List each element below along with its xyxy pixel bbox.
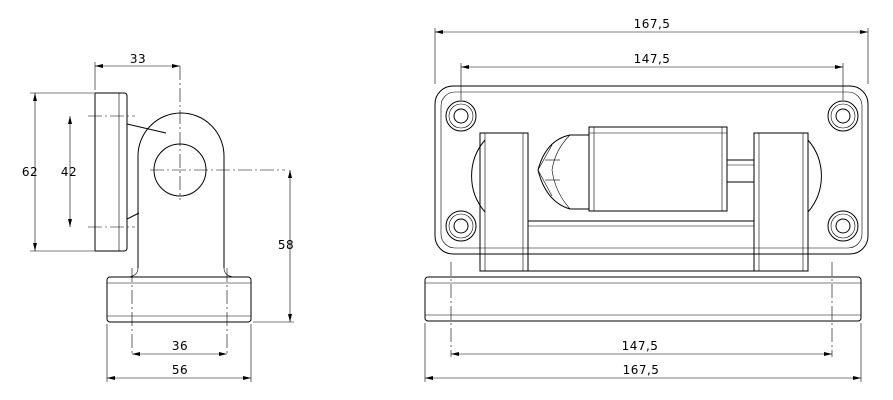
- dim-holes-top-text: 147,5: [634, 52, 671, 66]
- clevis-eye: [137, 112, 225, 268]
- dome-cap: [537, 134, 589, 210]
- rib-top: [126, 123, 167, 134]
- mounting-hole-top-right: [827, 100, 859, 132]
- actuator-body: [588, 126, 728, 212]
- pivot-boss-left: [471, 139, 486, 213]
- front-plate-inner-edge: [440, 91, 863, 249]
- front-view: 167,5 147,5 147,5 167,5: [424, 17, 869, 382]
- dimension-58: 58: [253, 170, 294, 323]
- bracket-left: [479, 132, 529, 272]
- dimension-36: 36: [132, 339, 227, 356]
- side-base: [106, 276, 252, 323]
- rib-bottom: [126, 212, 140, 220]
- center-bar: [527, 220, 755, 272]
- clevis-fillet-right: [223, 267, 235, 278]
- dimension-42: 42: [61, 116, 77, 227]
- side-view: 33 62 42 58: [22, 52, 294, 382]
- mounting-hole-bottom-left: [445, 210, 477, 242]
- dim-axis-height-text: 58: [278, 238, 294, 252]
- actuator-shaft: [726, 159, 755, 183]
- front-plate: [434, 85, 869, 255]
- mounting-hole-top-left: [445, 100, 477, 132]
- dimension-62: 62: [22, 92, 94, 252]
- mounting-hole-bottom-right: [827, 210, 859, 242]
- bracket-right: [753, 132, 809, 272]
- dim-overall-top-text: 167,5: [634, 17, 671, 31]
- dimension-holes-bottom: 147,5: [451, 339, 832, 356]
- dim-hole-spacing-text: 42: [61, 165, 77, 179]
- dim-offset-text: 33: [130, 52, 146, 66]
- clevis-fillet-left: [127, 267, 139, 278]
- front-base: [424, 276, 862, 322]
- dim-plate-height-text: 62: [22, 165, 38, 179]
- dim-base-holes-text: 36: [172, 339, 188, 353]
- mounting-plate: [94, 92, 128, 252]
- dim-base-width-text: 56: [172, 363, 188, 377]
- pivot-boss-right: [807, 139, 822, 213]
- dimension-56: 56: [106, 324, 252, 382]
- dimension-33: 33: [94, 52, 180, 90]
- dome-cap-inner: [551, 134, 571, 210]
- dim-overall-bottom-text: 167,5: [623, 363, 660, 377]
- dimension-holes-top: 147,5: [460, 52, 844, 100]
- dome-cap-facets: [537, 144, 553, 197]
- dimension-overall-bottom: 167,5: [424, 323, 862, 382]
- dimension-overall-top: 167,5: [434, 17, 869, 84]
- dim-holes-bottom-text: 147,5: [622, 339, 659, 353]
